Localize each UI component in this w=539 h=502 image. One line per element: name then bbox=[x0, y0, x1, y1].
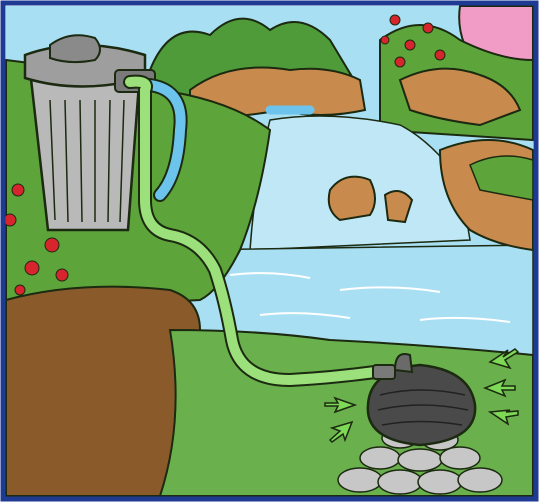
pond-filter-illustration bbox=[0, 0, 539, 502]
